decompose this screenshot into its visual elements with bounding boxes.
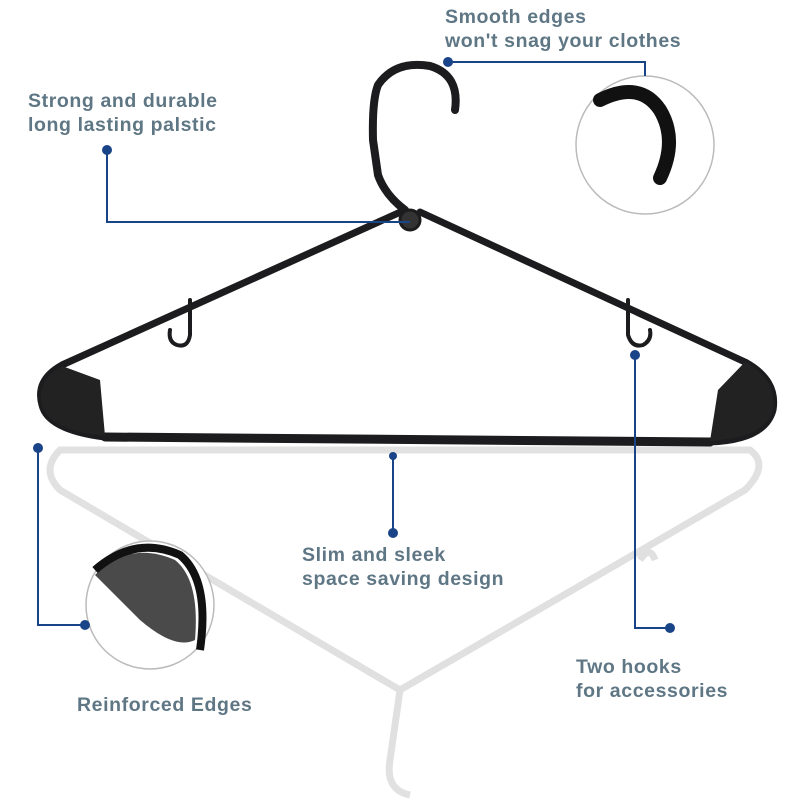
reinforced-left-end [40, 366, 105, 436]
callout-text: space saving design [302, 568, 505, 590]
callout-lines [37, 61, 670, 629]
callout-text: long lasting palstic [28, 114, 217, 136]
callout-slim: Slim and sleek space saving design [302, 543, 504, 591]
callout-text: won't snag your clothes [445, 30, 682, 52]
callout-reinforced: Reinforced Edges [77, 693, 252, 717]
hanger-reflection [46, 446, 763, 799]
callout-durable: Strong and durable long lasting palstic [28, 89, 218, 137]
callout-text: Strong and durable [28, 90, 218, 112]
reinforced-right-end [710, 362, 774, 441]
callout-text: Reinforced Edges [77, 694, 253, 716]
smooth-edge-detail-circle [575, 75, 715, 215]
callout-text: Two hooks [576, 656, 682, 678]
callout-hooks: Two hooks for accessories [576, 655, 728, 703]
joint-rivet [398, 208, 422, 232]
callout-text: Slim and sleek [302, 544, 446, 566]
callout-text: for accessories [576, 680, 729, 702]
callout-text: Smooth edges [445, 6, 587, 28]
reinforced-edge-detail-circle [85, 540, 215, 670]
callout-smooth-edges: Smooth edges won't snag your clothes [445, 5, 681, 53]
callout-dots [33, 57, 675, 633]
